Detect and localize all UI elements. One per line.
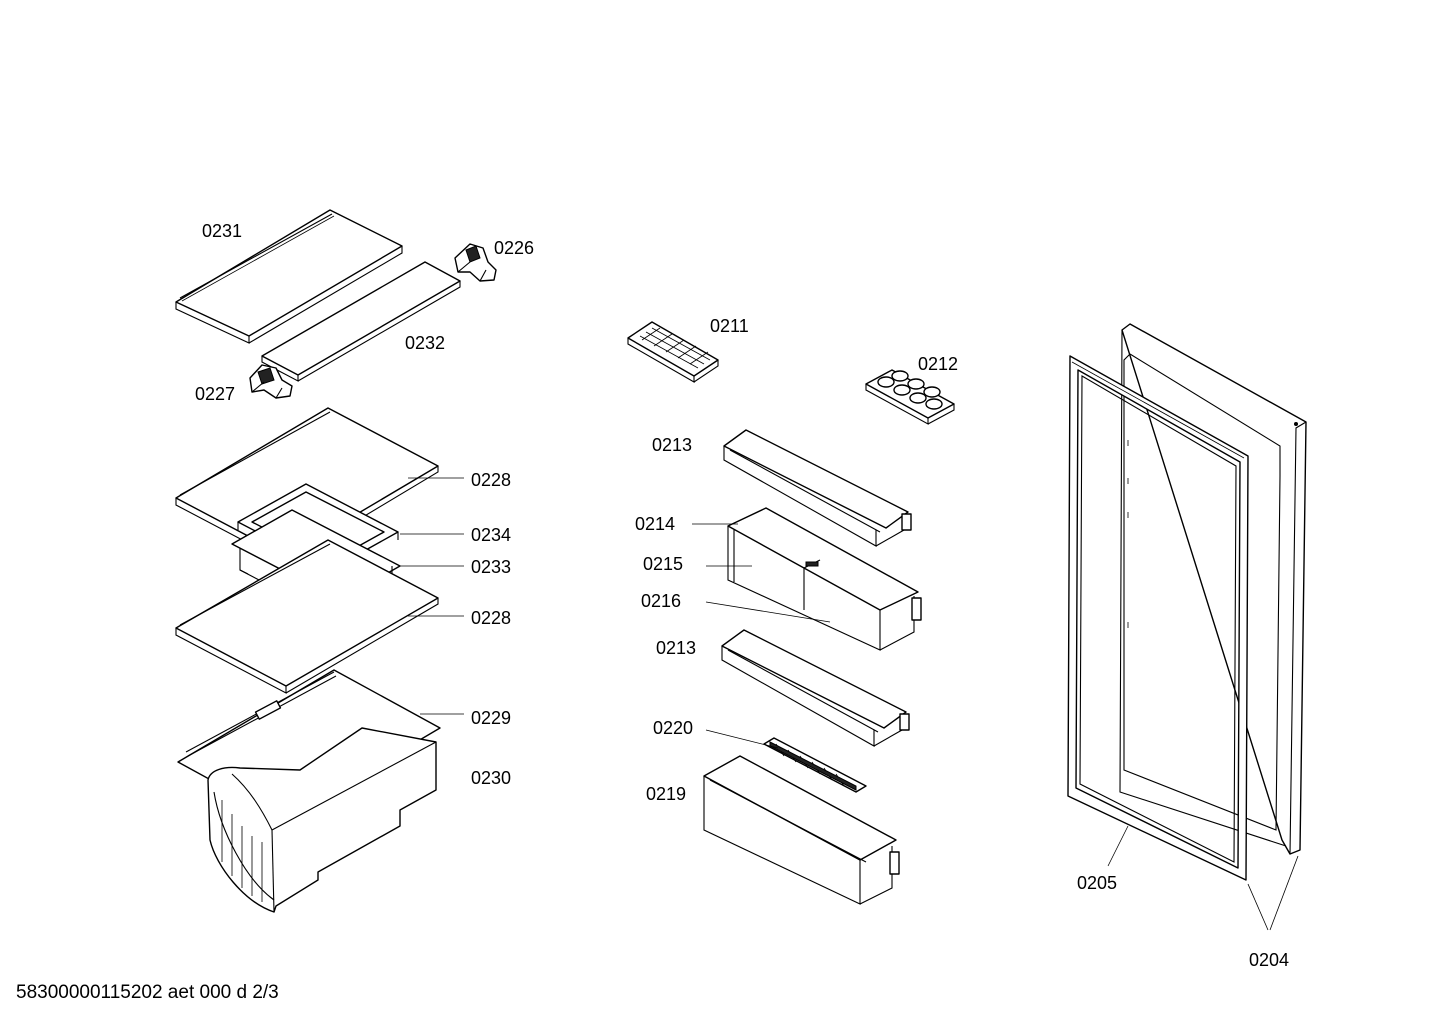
label-0214: 0214 — [635, 514, 675, 534]
label-0227: 0227 — [195, 384, 235, 404]
leader-lines-left — [400, 477, 464, 715]
label-0213-upper: 0213 — [652, 435, 692, 455]
part-0220-bottle-retainer — [763, 737, 867, 793]
part-0212-egg-tray — [865, 369, 955, 425]
label-0230: 0230 — [471, 768, 511, 788]
part-0213-door-bin-upper — [723, 429, 912, 547]
label-0226: 0226 — [494, 238, 534, 258]
label-0234: 0234 — [471, 525, 511, 545]
part-0226-shelf-support — [454, 243, 497, 282]
part-labels: 0231 0226 0232 0227 0228 0234 0233 0228 … — [195, 221, 1289, 970]
document-code: 58300000115202 aet 000 d 2/3 — [16, 982, 279, 1003]
label-0229: 0229 — [471, 708, 511, 728]
part-0232-shelf-strip — [261, 261, 461, 382]
part-0211-ice-tray — [627, 321, 719, 383]
part-0205-gasket — [1067, 355, 1249, 881]
label-0211: 0211 — [710, 316, 749, 336]
label-0232: 0232 — [405, 333, 445, 353]
part-0228-shelf-lower — [175, 539, 439, 694]
leader-lines-right — [1107, 825, 1299, 931]
part-0231-shelf — [175, 209, 403, 344]
label-0204: 0204 — [1249, 950, 1289, 970]
part-0227-shelf-support — [249, 364, 293, 399]
part-0219-door-bin-bottom — [703, 755, 900, 905]
label-0215: 0215 — [643, 554, 683, 574]
part-0204-door — [1119, 323, 1307, 855]
label-0231: 0231 — [202, 221, 242, 241]
label-0212: 0212 — [918, 354, 958, 374]
part-0230-crisper-bin — [207, 727, 437, 913]
label-0205: 0205 — [1077, 873, 1117, 893]
label-0213-lower: 0213 — [656, 638, 696, 658]
part-0213-door-bin-lower — [721, 629, 910, 747]
label-0233: 0233 — [471, 557, 511, 577]
label-0228-upper: 0228 — [471, 470, 511, 490]
label-0220: 0220 — [653, 718, 693, 738]
leader-lines-middle — [692, 523, 831, 749]
label-0216: 0216 — [641, 591, 681, 611]
label-0228-lower: 0228 — [471, 608, 511, 628]
label-0219: 0219 — [646, 784, 686, 804]
part-0214-bottle-bin — [727, 507, 922, 651]
